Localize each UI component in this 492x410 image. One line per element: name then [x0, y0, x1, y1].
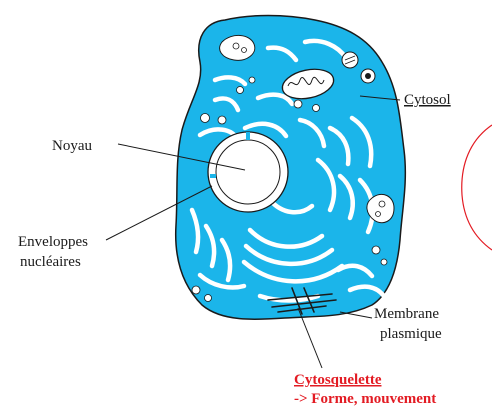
label-membrane-2: plasmique: [380, 326, 442, 342]
red-arc: [462, 125, 492, 250]
label-cytosol: Cytosol: [404, 92, 451, 108]
label-noyau: Noyau: [52, 138, 92, 154]
nucleus: [208, 132, 288, 212]
label-enveloppes-1: Enveloppes: [18, 234, 88, 250]
label-membrane-1: Membrane: [374, 306, 439, 322]
label-forme-mouvement: -> Forme, mouvement: [294, 391, 436, 407]
organelle-top-left: [220, 35, 255, 60]
label-enveloppes-2: nucléaires: [20, 254, 81, 270]
label-cytosquelette: Cytosquelette: [294, 372, 382, 388]
